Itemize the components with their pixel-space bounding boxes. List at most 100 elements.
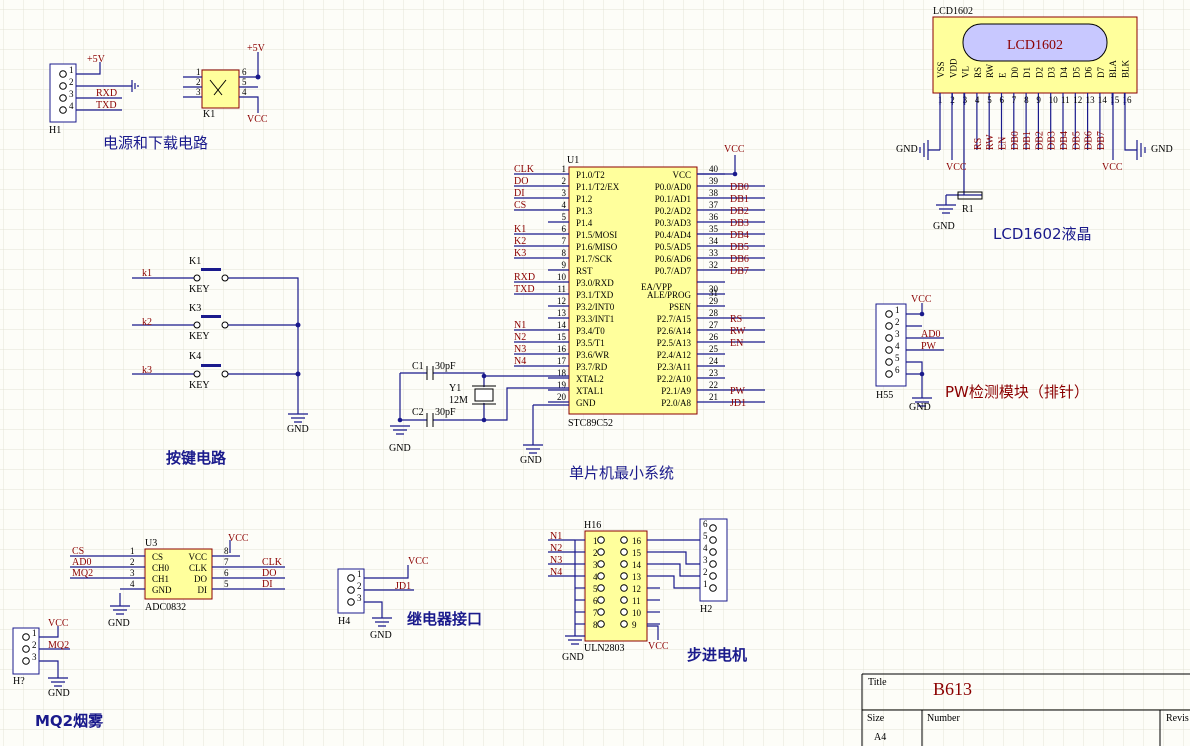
- h7-gnd: GND: [48, 688, 70, 699]
- k1-pin-1: 1: [196, 67, 201, 77]
- mcu-pin-23: 23: [709, 368, 719, 378]
- lcd-pin-d5: D5: [1071, 67, 1081, 78]
- mcu-u1[interactable]: U1 1P1.0/T2CLK2P1.1/T2/EXDO3P1.2DI4P1.3C…: [514, 155, 765, 429]
- mcu-pin-39: 39: [709, 176, 719, 186]
- uln-vcc: VCC: [648, 641, 669, 652]
- k1-vcc-net: VCC: [247, 114, 268, 125]
- lcd-pin-num-14: 14: [1098, 95, 1108, 105]
- h7-pin-3: 3: [32, 652, 37, 662]
- h7-connector[interactable]: 1 2 3 H?: [12, 627, 40, 687]
- mcu-net-di: DI: [514, 188, 525, 199]
- mcu-pin-name-15: P3.5/T1: [576, 338, 605, 348]
- h55-vcc: VCC: [911, 294, 932, 305]
- mcu-net-db4: DB4: [730, 230, 749, 241]
- h55-pin-3: 3: [895, 329, 900, 339]
- mcu-pin-name-14: P3.4/T0: [576, 326, 605, 336]
- mcu-net-rxd: RXD: [514, 272, 535, 283]
- mcu-pin-17: 17: [557, 356, 567, 366]
- h1-txd-net: TXD: [96, 100, 117, 111]
- adc-pin-name-ch0: CH0: [152, 563, 170, 573]
- section-stepper: 步进电机: [687, 646, 747, 664]
- mcu-net-db2: DB2: [730, 206, 749, 217]
- mcu-pin-29: 29: [709, 296, 719, 306]
- mcu-pin-name-35: P0.4/AD4: [655, 230, 692, 240]
- uln-pin-3: 3: [593, 560, 598, 570]
- key-net-k2: k2: [142, 317, 152, 328]
- crystal-c2: C2: [412, 407, 424, 418]
- mcu-pin-name-2: P1.1/T2/EX: [576, 182, 620, 192]
- mcu-pin-name-24: P2.3/A11: [657, 362, 691, 372]
- adc-gnd: GND: [108, 618, 130, 629]
- mcu-net-jd1: JD1: [730, 398, 746, 409]
- mcu-pin-name-38: P0.1/AD1: [655, 194, 691, 204]
- mcu-pin-1: 1: [562, 164, 567, 174]
- h55-pw: PW: [921, 341, 937, 352]
- mcu-net-cs: CS: [514, 200, 526, 211]
- h4-connector[interactable]: 1 2 3 H4: [337, 568, 365, 627]
- lcd-pin-d4: D4: [1059, 67, 1069, 78]
- lcd-r1: R1: [962, 204, 974, 215]
- uln-pin-9: 9: [632, 620, 637, 630]
- h1-ref: H1: [49, 125, 61, 136]
- h2-pin-3: 3: [703, 555, 708, 565]
- mcu-net-rw: RW: [730, 326, 746, 337]
- lcd-pin-d3: D3: [1047, 67, 1057, 78]
- mcu-pin-name-39: P0.0/AD0: [655, 182, 692, 192]
- mcu-pin-7: 7: [562, 236, 567, 246]
- h1-pin-4: 4: [69, 101, 74, 111]
- key-val-k3: KEY: [189, 331, 210, 342]
- k1-switch[interactable]: 1 2 3 6 5 4 K1: [183, 52, 261, 120]
- h2-pin-5: 5: [703, 531, 708, 541]
- uln-pin-5: 5: [593, 584, 598, 594]
- adc-pin-4: 4: [130, 579, 135, 589]
- mcu-pin-name-36: P0.3/AD3: [655, 218, 692, 228]
- h1-rxd-net: RXD: [96, 88, 117, 99]
- mcu-pin-24: 24: [709, 356, 719, 366]
- mcu-pin-name-28: P2.7/A15: [657, 314, 692, 324]
- mcu-pin-name-20: GND: [576, 398, 596, 408]
- size-label: Size: [867, 713, 885, 724]
- lcd-pin-num-3: 3: [963, 95, 968, 105]
- uln-part: ULN2803: [584, 643, 625, 654]
- adc-pin-name-gnd: GND: [152, 585, 172, 595]
- h7-ref: H?: [13, 676, 25, 687]
- lcd-pin-num-5: 5: [987, 95, 992, 105]
- mcu-pin-name-19: XTAL1: [576, 386, 604, 396]
- crystal-c1-value: 30pF: [435, 361, 456, 372]
- lcd1602[interactable]: LCD1602 LCD1602 VSS1VDD2VL3RS4RSRW5RWE6E…: [932, 6, 1138, 150]
- lcd-pin-d6: D6: [1084, 67, 1094, 78]
- uln-pin-11: 11: [632, 596, 641, 606]
- adc-pin-name-ch1: CH1: [152, 574, 169, 584]
- k1-pin-6: 6: [242, 67, 247, 77]
- mcu-pin-name-37: P0.2/AD2: [655, 206, 691, 216]
- revision-label: Revis: [1166, 713, 1189, 724]
- number-label: Number: [927, 713, 960, 724]
- mcu-pin-name-32: P0.7/AD7: [655, 266, 692, 276]
- keys-gnd: GND: [287, 424, 309, 435]
- h1-connector[interactable]: 1 2 3 4 H1: [49, 63, 77, 136]
- mcu-gnd: GND: [520, 455, 542, 466]
- h4-pin-2: 2: [357, 581, 362, 591]
- lcd-net-5: DB2: [1034, 131, 1045, 150]
- mcu-pin-28: 28: [709, 308, 719, 318]
- uln-gnd: GND: [562, 652, 584, 663]
- adc-net-cs: CS: [72, 546, 84, 557]
- adc-pin-name-r-di: DI: [198, 585, 208, 595]
- mcu-pin-name-23: P2.2/A10: [657, 374, 692, 384]
- mcu-pin-4: 4: [562, 200, 567, 210]
- adc-pin-8: 8: [224, 546, 229, 556]
- uln-pin-1: 1: [593, 536, 598, 546]
- h55-gnd: GND: [909, 402, 931, 413]
- lcd-pin-num-6: 6: [1000, 95, 1005, 105]
- mcu-part: STC89C52: [568, 418, 613, 429]
- lcd-pin-vdd: VDD: [948, 58, 958, 78]
- h7-mq2: MQ2: [48, 640, 69, 651]
- mcu-pin-name-9: RST: [576, 266, 593, 276]
- mcu-net-db5: DB5: [730, 242, 749, 253]
- mcu-net-n3: N3: [514, 344, 526, 355]
